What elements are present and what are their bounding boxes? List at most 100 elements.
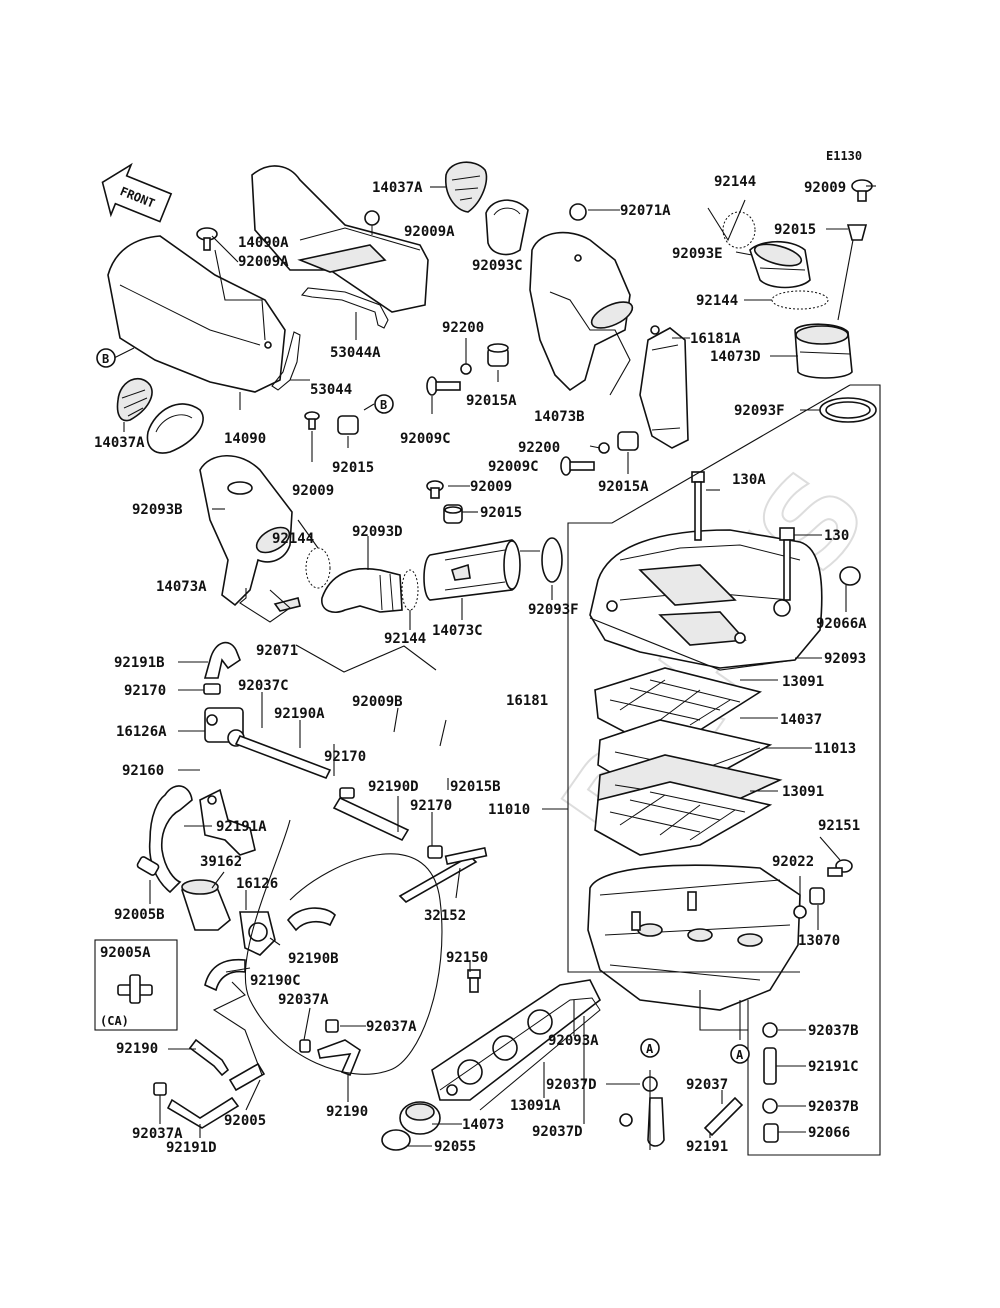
label-92066A: 92066A <box>816 616 867 632</box>
hose-92190A <box>234 734 332 780</box>
label-16181A: 16181A <box>690 331 741 347</box>
screw-92009-b <box>304 411 320 430</box>
label-92190-a: 92190 <box>116 1041 158 1057</box>
diagram-code: E1130 <box>826 149 862 163</box>
bolt-130A <box>691 471 705 541</box>
label-92093A: 92093A <box>548 1033 599 1049</box>
label-14090A: 14090A <box>238 235 289 251</box>
label-92191C: 92191C <box>808 1059 859 1075</box>
label-92191A: 92191A <box>216 819 267 835</box>
hose-92037D-b <box>619 1097 665 1147</box>
label-92144-top: 92144 <box>714 174 756 190</box>
label-92037B-b: 92037B <box>808 1099 859 1115</box>
funnel-seal-left <box>146 403 204 454</box>
plug-92066 <box>763 1123 779 1143</box>
label-14073B: 14073B <box>534 409 585 425</box>
label-92009C-a: 92009C <box>400 431 451 447</box>
oring-92055 <box>381 1129 411 1151</box>
tube-14073C <box>423 539 521 601</box>
label-92009-top: 92009 <box>804 180 846 196</box>
label-14037: 14037 <box>780 712 822 728</box>
label-130: 130 <box>824 528 849 544</box>
label-53044: 53044 <box>310 382 352 398</box>
filter-frame-13091-b <box>594 781 773 856</box>
grommet-92015-top <box>846 224 868 241</box>
pipe-32152 <box>398 846 488 903</box>
bolt-92009C-a <box>426 376 461 396</box>
label-92037A-b: 92037A <box>366 1019 417 1035</box>
label-11010: 11010 <box>488 802 530 818</box>
label-92200-a: 92200 <box>442 320 484 336</box>
grommet-92015A-a <box>487 343 509 367</box>
label-92093C: 92093C <box>472 258 523 274</box>
label-92160: 92160 <box>122 763 164 779</box>
label-92015-top: 92015 <box>774 222 816 238</box>
clamp-92037B-a <box>762 1022 778 1038</box>
grommet-92015A-b <box>617 431 639 451</box>
hose-92191C <box>763 1047 777 1085</box>
label-92093F-center: 92093F <box>528 602 579 618</box>
label-92144-b: 92144 <box>384 631 426 647</box>
label-16126: 16126 <box>236 876 278 892</box>
label-92015-c: 92015 <box>480 505 522 521</box>
duct-14073B <box>529 231 634 392</box>
label-92037A-c: 92037A <box>132 1126 183 1142</box>
snorkel-14073D <box>794 323 853 379</box>
label-53044A: 53044A <box>330 345 381 361</box>
svg-text:A: A <box>736 1048 744 1062</box>
cap-14073 <box>399 1101 441 1135</box>
label-92005B: 92005B <box>114 907 165 923</box>
label-92015-b: 92015 <box>332 460 374 476</box>
label-16181: 16181 <box>506 693 548 709</box>
fitting-92005B <box>136 856 160 876</box>
elbow-92093D <box>321 568 403 614</box>
label-92005A: 92005A <box>100 945 151 961</box>
clip-92071 <box>273 597 301 612</box>
label-92144-mid: 92144 <box>696 293 738 309</box>
hose-92191 <box>703 1096 744 1137</box>
bolt-92009C-b <box>560 456 595 476</box>
grommet-92015-b <box>337 415 359 435</box>
bracket-53044A <box>300 287 389 329</box>
hose-92190C <box>204 958 246 992</box>
label-39162: 39162 <box>200 854 242 870</box>
callout-B-left: B <box>96 348 116 368</box>
gasket-92093 <box>589 617 796 671</box>
duct-14073A <box>199 455 293 607</box>
label-92093D: 92093D <box>352 524 403 540</box>
gasket-13091A <box>439 997 601 1111</box>
label-14037A-left: 14037A <box>94 435 145 451</box>
screw-92150 <box>467 969 481 993</box>
label-92170-a: 92170 <box>124 683 166 699</box>
grommet-13070 <box>809 887 825 905</box>
label-92190C: 92190C <box>250 973 301 989</box>
label-92093B: 92093B <box>132 502 183 518</box>
label-92200-b: 92200 <box>518 440 560 456</box>
svg-text:A: A <box>646 1042 654 1056</box>
label-92190B: 92190B <box>288 951 339 967</box>
label-92071A: 92071A <box>620 203 671 219</box>
svg-text:B: B <box>380 398 387 412</box>
legend-box-92005A <box>94 939 178 1031</box>
label-14073A: 14073A <box>156 579 207 595</box>
screw-92009A <box>196 227 218 251</box>
label-92009C-b: 92009C <box>488 459 539 475</box>
label-11013: 11013 <box>814 741 856 757</box>
label-14073D: 14073D <box>710 349 761 365</box>
funnel-14037A-left <box>116 377 153 422</box>
upper-duct-14090A <box>251 165 429 313</box>
label-92009A-top: 92009A <box>404 224 455 240</box>
grommet-92015-c <box>443 504 463 524</box>
label-92009B: 92009B <box>352 694 403 710</box>
label-92009-c: 92009 <box>470 479 512 495</box>
airbox-cover <box>589 529 823 669</box>
funnel-14037A-top <box>445 161 488 213</box>
hose-92190D <box>332 796 410 842</box>
ring-92144-mid <box>771 290 829 310</box>
label-92009A-left: 92009A <box>238 254 289 270</box>
label-92190-b: 92190 <box>326 1104 368 1120</box>
valve-39162 <box>181 879 231 931</box>
callout-A-bottom: A <box>640 1038 660 1058</box>
label-92191B: 92191B <box>114 655 165 671</box>
label-13091A: 13091A <box>510 1098 561 1114</box>
